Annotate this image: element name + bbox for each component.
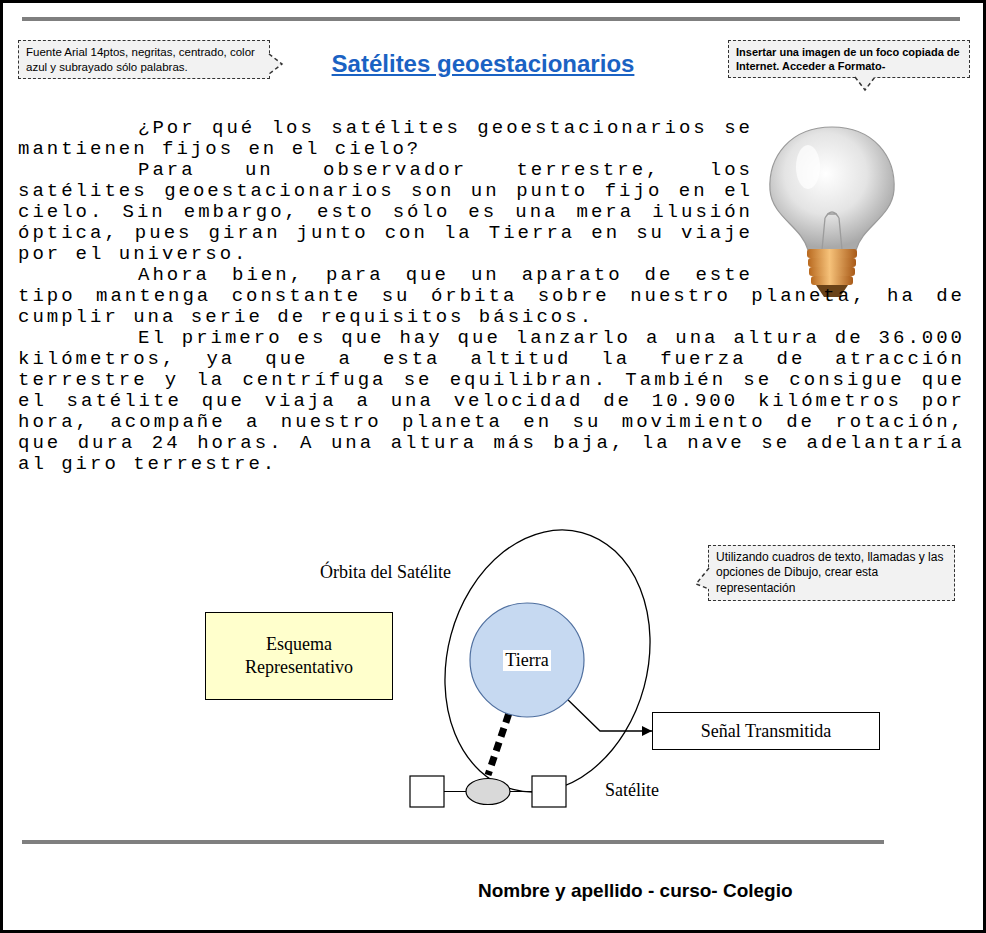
- solar-panel: [532, 776, 566, 807]
- box-label: Señal Transmitida: [701, 721, 832, 742]
- footer-text: Nombre y apellido - curso- Colegio: [478, 880, 793, 902]
- instruction-callout: Fuente Arial 14ptos, negritas, centrado,…: [18, 40, 270, 79]
- bulb-glass: [770, 127, 894, 250]
- callout-text: Utilizando cuadros de texto, llamadas y …: [716, 550, 947, 596]
- callout-pointer: [854, 77, 876, 91]
- bulb-base: [807, 249, 857, 258]
- instruction-callout: Insertar una imagen de un foco copiada d…: [728, 40, 970, 78]
- body-paragraph: Para un observador terrestre, los satéli…: [18, 160, 965, 265]
- callout-pointer: [695, 568, 709, 590]
- orbit-ellipse: Órbita del SatéliteTierra: [430, 522, 665, 800]
- bottom-rule: [22, 840, 884, 844]
- top-rule: [22, 17, 960, 21]
- bulb-base: [811, 276, 853, 285]
- earth-label: Tierra: [503, 650, 550, 671]
- light-bulb-picture: [760, 122, 905, 302]
- callout-pointer: [269, 53, 283, 75]
- body-paragraph: El primero es que hay que lanzarlo a una…: [18, 328, 965, 475]
- signal-box: Señal Transmitida: [652, 712, 880, 750]
- orbit-label: Órbita del Satélite: [318, 562, 453, 583]
- bulb-highlight: [796, 145, 820, 189]
- satellite-symbol: Satélite: [405, 775, 571, 808]
- bulb-base: [808, 258, 856, 267]
- earth-circle: Tierra: [469, 602, 585, 718]
- scheme-box: Esquema Representativo: [205, 612, 393, 700]
- box-label: Esquema Representativo: [216, 633, 382, 680]
- page-title: Satélites geoestacionarios: [260, 50, 706, 78]
- body-paragraph: ¿Por qué los satélites geoestacionarios …: [18, 118, 965, 160]
- solar-panel: [410, 776, 444, 807]
- callout-text: Insertar una imagen de un foco copiada d…: [736, 45, 962, 73]
- instruction-callout: Utilizando cuadros de texto, llamadas y …: [708, 545, 955, 601]
- earth-disc: [470, 603, 584, 717]
- bulb-filament: [822, 212, 842, 250]
- arrow-connector: [568, 700, 652, 731]
- callout-text: Fuente Arial 14ptos, negritas, centrado,…: [26, 45, 262, 74]
- satellite-body: [466, 779, 510, 805]
- signal-beam: [488, 714, 509, 775]
- orbit-line: [416, 507, 678, 816]
- satellite-drawing: [405, 775, 571, 808]
- satellite-label: Satélite: [605, 780, 659, 801]
- body-paragraph: Ahora bien, para que un aparato de este …: [18, 265, 965, 328]
- bulb-base: [809, 267, 855, 276]
